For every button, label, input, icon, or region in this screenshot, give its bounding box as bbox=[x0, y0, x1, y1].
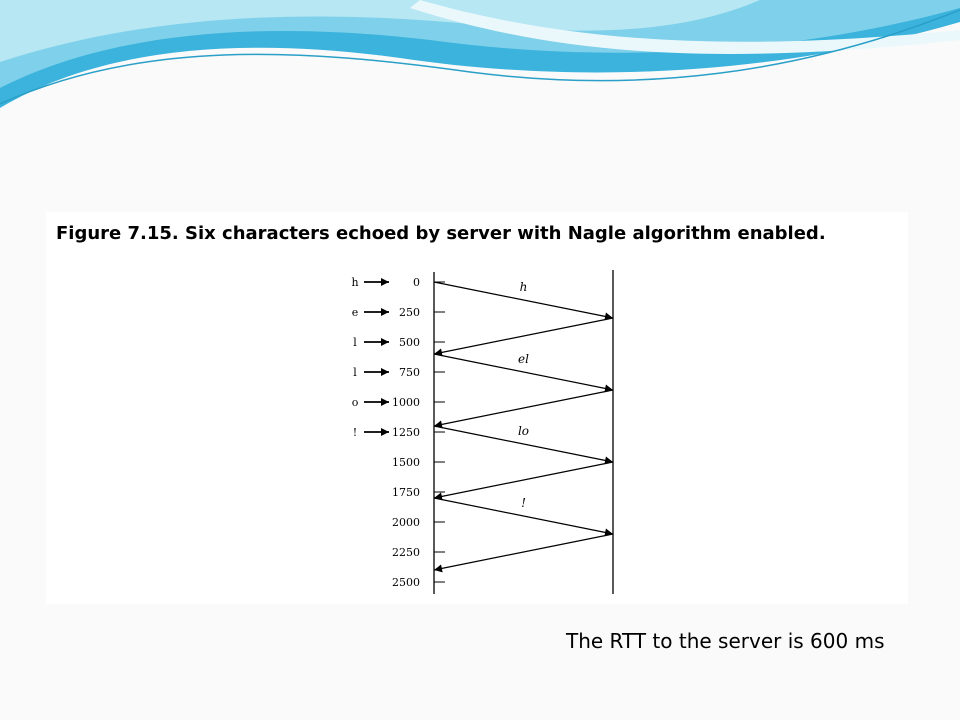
header-wave-highlight bbox=[410, 0, 960, 54]
time-tick-label: 0 bbox=[413, 276, 420, 289]
segment-to-server bbox=[433, 425, 614, 465]
time-tick-label: 2500 bbox=[392, 576, 420, 589]
time-tick-label: 250 bbox=[399, 306, 420, 319]
segment-to-client bbox=[433, 389, 614, 429]
segment-to-server bbox=[433, 281, 614, 321]
typed-char-label: e bbox=[352, 306, 359, 319]
time-tick-label: 1000 bbox=[392, 396, 420, 409]
figure-caption: Figure 7.15. Six characters echoed by se… bbox=[56, 223, 826, 244]
typed-char-label: ! bbox=[353, 426, 357, 439]
time-tick-label: 1750 bbox=[392, 486, 420, 499]
header-wave-light bbox=[0, 0, 760, 62]
timeline-diagram: 0 250 500 750 1000 1250 1500 1750 2000 2250 2500 h e… bbox=[351, 270, 614, 594]
segment-label: el bbox=[518, 352, 529, 366]
time-tick-label: 500 bbox=[399, 336, 420, 349]
segment-to-client bbox=[433, 461, 614, 501]
segment-label: lo bbox=[518, 424, 529, 438]
time-tick-label: 1250 bbox=[392, 426, 420, 439]
header-wave-mid bbox=[0, 0, 960, 88]
time-tick-label: 750 bbox=[399, 366, 420, 379]
figure-panel: Figure 7.15. Six characters echoed by se… bbox=[46, 212, 908, 604]
slide-header-decoration bbox=[0, 0, 960, 108]
time-tick-label: 2000 bbox=[392, 516, 420, 529]
segment-to-server bbox=[433, 497, 614, 537]
header-swoosh-line bbox=[0, 9, 960, 105]
segment-to-server bbox=[433, 353, 614, 393]
typed-char-label: h bbox=[351, 276, 358, 289]
segment-label: ! bbox=[521, 496, 526, 510]
time-tick-label: 2250 bbox=[392, 546, 420, 559]
segment-to-client bbox=[433, 317, 614, 357]
typed-char-label: l bbox=[353, 336, 357, 349]
typed-char-label: l bbox=[353, 366, 357, 379]
rtt-note: The RTT to the server is 600 ms bbox=[566, 629, 885, 653]
typed-char-label: o bbox=[352, 396, 359, 409]
time-tick-label: 1500 bbox=[392, 456, 420, 469]
segment-label: h bbox=[520, 280, 528, 294]
segment-to-client bbox=[433, 533, 614, 573]
